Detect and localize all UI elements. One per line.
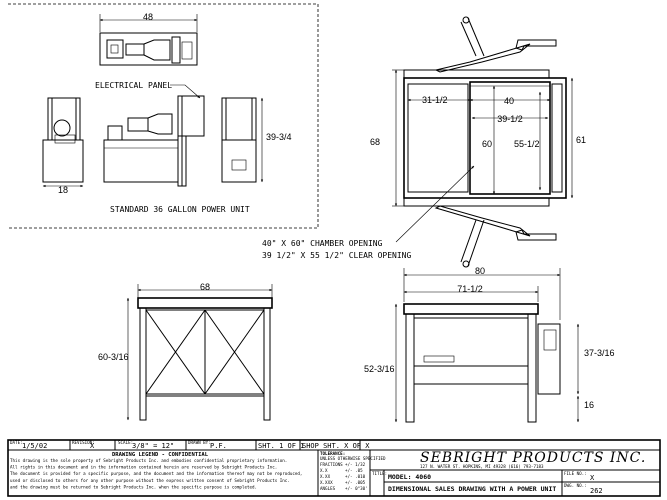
scale-value: 3/8" = 12" [132,442,174,450]
legend-line: and the drawing must be returned to Sebr… [10,484,257,489]
dwg-label: DWG. NO.: [564,483,587,488]
electrical-panel-label: ELECTRICAL PANEL [95,81,172,90]
dim-clear-width: 39-1/2 [497,114,523,124]
legend-line: used or disclosed to others for any othe… [10,478,290,483]
file-value: X [590,474,595,482]
door-top [434,16,557,73]
drawn-label: DRAWN BY: [188,440,211,445]
revision-label: REVISION: [72,440,95,445]
dim-side-inner: 71-1/2 [457,284,483,294]
legend-line: All rights in this document and in the i… [10,465,277,470]
model-text: MODEL: 4060 [388,473,431,481]
dim-power-unit-height: 39-3/4 [266,132,292,142]
tolerance-label: FRACTIONS [320,462,343,467]
power-unit-top-view [99,32,198,66]
detail-frame [8,3,319,229]
revision-value: X [90,442,95,450]
date-label: DATE: [10,440,23,445]
chamber-opening [469,81,551,195]
tolerance-title: TOLERANCE: [320,451,345,456]
dim-plan-height-right: 61 [576,135,586,145]
power-unit-left-view [42,97,84,183]
tolerance-list: FRACTIONS+/- 1/32X.X +/- .05X.XX +/- .010X… [320,462,368,491]
plan-view: 68 61 31-1/2 40 39-1/2 60 55-1/2 40" X 6… [262,16,586,268]
legend-line: This drawing is the sole property of Seb… [10,458,287,463]
scale-label: SCALE: [118,440,133,445]
dim-chamber-depth: 60 [482,139,492,149]
shop-sheet-value: SHOP SHT. X OF X [302,442,370,450]
sheet-value: SHT. 1 OF 1 [258,442,304,450]
power-unit-front-view [103,95,205,187]
dim-side-bottom: 16 [584,400,594,410]
legend-text: This drawing is the sole property of Seb… [10,458,302,489]
tolerance-label: X.XXX [320,480,333,485]
tolerance-label: ANGLES [320,486,336,491]
dim-offset-left: 31-1/2 [422,95,448,105]
power-unit-detail: 48 ELECTRICAL PANEL 18 [8,3,319,229]
front-view: 68 60-3/16 [98,282,273,421]
legend-title: DRAWING LEGEND - CONFIDENTIAL [112,452,209,458]
dim-clear-depth: 55-1/2 [514,139,540,149]
dim-top-width: 48 [143,12,153,22]
door-bottom [434,205,557,268]
dim-side-height-left: 52-3/16 [364,364,395,374]
chamber-note-line2: 39 1/2" X 55 1/2" CLEAR OPENING [262,251,411,260]
tolerance-value: +/- .005 [345,480,366,485]
power-unit-caption: STANDARD 36 GALLON POWER UNIT [110,205,250,214]
dim-side-overall: 80 [475,266,485,276]
date-value: 1/5/02 [22,442,47,450]
company-name: SEBRIGHT PRODUCTS INC. [420,450,646,466]
dim-front-width: 68 [200,282,210,292]
company-address: 127 N. WATER ST. HOPKINS, MI 49328 (616)… [420,464,544,469]
dim-plan-height: 68 [370,137,380,147]
tolerance-value: +/- .010 [345,474,366,479]
power-unit-right-view [221,97,257,183]
tolerance-label: X.X [320,468,328,473]
plan-top-rail [403,69,550,79]
dim-depth: 18 [58,185,68,195]
tolerance-sub: UNLESS OTHERWISE SPECIFIED [320,456,386,461]
file-label: FILE NO.: [564,471,587,476]
dim-chamber-width: 40 [504,96,514,106]
tolerance-value: +/- 1/32 [345,462,366,467]
title-block: DATE: 1/5/02 REVISION: X SCALE: 3/8" = 1… [7,439,661,497]
tolerance-label: X.XX [320,474,331,479]
dwg-value: 262 [590,487,603,495]
tolerance-value: +/- .05 [345,468,363,473]
title-label: TITLE: [372,471,387,476]
chamber-note-line1: 40" X 60" CHAMBER OPENING [262,239,383,248]
legend-line: The document is provided for a specific … [10,471,302,476]
dim-front-height: 60-3/16 [98,352,129,362]
drawn-value: P.F. [210,442,227,450]
side-view: 80 71-1/2 52-3/16 37-3/16 16 [364,266,615,423]
description-text: DIMENSIONAL SALES DRAWING WITH A POWER U… [388,485,556,493]
dim-side-height-right: 37-3/16 [584,348,615,358]
tolerance-value: +/- 0°30' [345,486,368,491]
